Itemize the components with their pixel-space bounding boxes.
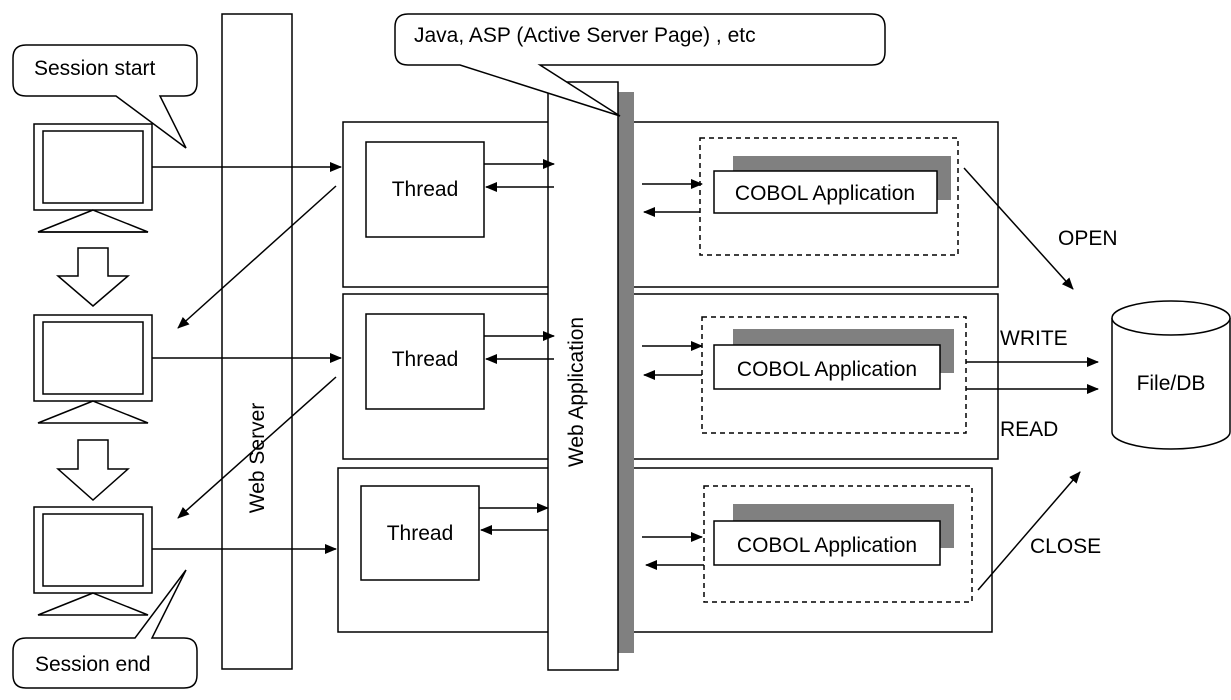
web-application-label: Web Application <box>565 317 588 467</box>
cobol-app-label-3: COBOL Application <box>737 534 917 557</box>
session-end-label: Session end <box>35 653 151 676</box>
session-end-callout <box>12 569 198 689</box>
session-start-label: Session start <box>34 57 156 80</box>
session-start-callout <box>12 44 198 149</box>
thread-label-3: Thread <box>387 522 454 545</box>
thread-box-1 <box>365 141 485 238</box>
down-arrow-icon <box>56 439 130 502</box>
open-label: OPEN <box>1058 227 1118 250</box>
monitor-icon <box>33 314 153 424</box>
thread-label-2: Thread <box>392 348 459 371</box>
response-arrow <box>177 376 337 519</box>
cobol-container-1 <box>699 137 959 256</box>
monitor-icon <box>33 123 153 233</box>
cobol-app-box-2 <box>713 344 941 390</box>
write-label: WRITE <box>1000 327 1068 350</box>
read-label: READ <box>1000 418 1058 441</box>
technologies-callout <box>394 13 886 117</box>
response-arrow <box>177 185 337 329</box>
web-application-bar <box>547 81 619 671</box>
down-arrow-icon <box>55 247 131 307</box>
file-db-label: File/DB <box>1137 372 1206 395</box>
web-server-bar <box>221 13 293 670</box>
technologies-label: Java, ASP (Active Server Page) , etc <box>414 24 756 47</box>
open-arrow <box>963 167 1074 290</box>
cobol-container-3 <box>703 485 973 603</box>
thread-box-3 <box>360 485 480 581</box>
close-label: CLOSE <box>1030 535 1101 558</box>
monitor-icon <box>33 506 153 616</box>
cobol-app-box-1 <box>713 170 938 214</box>
cobol-app-label-2: COBOL Application <box>737 358 917 381</box>
thread-label-1: Thread <box>392 178 459 201</box>
cobol-app-label-1: COBOL Application <box>735 182 915 205</box>
web-server-label: Web Server <box>246 403 269 514</box>
close-arrow <box>977 471 1081 591</box>
thread-box-2 <box>365 313 485 410</box>
web-application-shadow <box>617 92 634 653</box>
cobol-app-box-3 <box>713 520 941 566</box>
file-db-cylinder <box>1111 300 1231 450</box>
